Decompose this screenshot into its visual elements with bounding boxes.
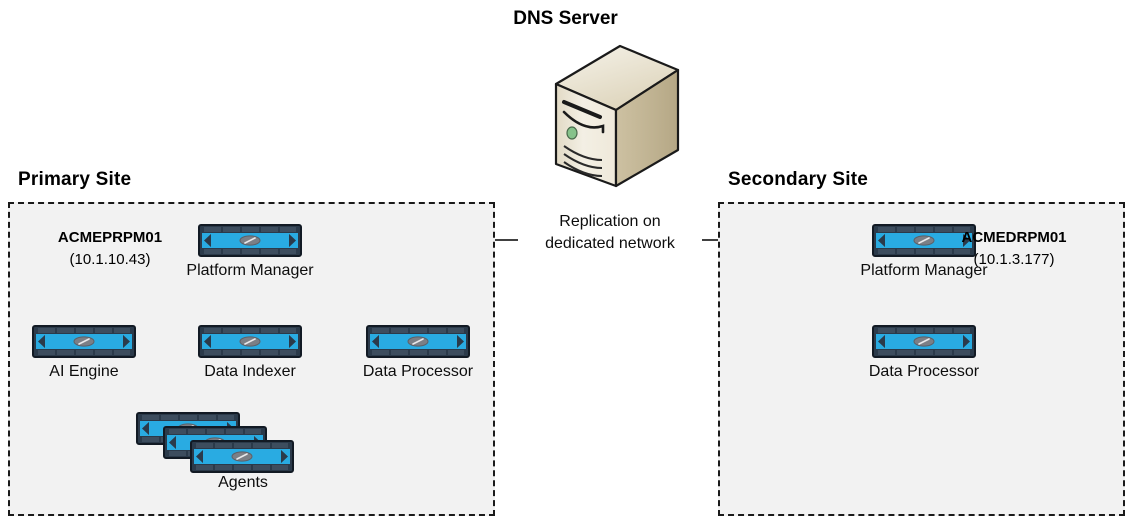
- node-label-secondary-data-processor: Data Processor: [868, 363, 980, 380]
- dns-server-icon: [548, 40, 684, 190]
- node-label-primary-platform-manager: Platform Manager: [186, 262, 314, 279]
- node-label-agents: Agents: [218, 474, 268, 491]
- primary-host-ip: (10.1.10.43): [69, 251, 151, 268]
- node-label-ai-engine: AI Engine: [49, 363, 119, 380]
- node-icon-primary-platform-manager[interactable]: [198, 224, 302, 257]
- node-icon-secondary-platform-manager[interactable]: [872, 224, 976, 257]
- node-icon-primary-data-processor[interactable]: [366, 325, 470, 358]
- primary-site-title: Primary Site: [18, 169, 132, 190]
- dns-server-title: DNS Server: [513, 8, 618, 29]
- node-icon-ai-engine[interactable]: [32, 325, 136, 358]
- node-label-secondary-platform-manager: Platform Manager: [860, 262, 988, 279]
- replication-label-line2: dedicated network: [545, 235, 675, 252]
- replication-label-line1: Replication on: [559, 213, 661, 230]
- node-label-data-indexer: Data Indexer: [204, 363, 296, 380]
- primary-host-name: ACMEPRPM01: [57, 229, 163, 246]
- node-label-primary-data-processor: Data Processor: [362, 363, 474, 380]
- node-icon-secondary-data-processor[interactable]: [872, 325, 976, 358]
- secondary-host-name: ACMEDRPM01: [961, 229, 1067, 246]
- secondary-host-ip: (10.1.3.177): [973, 251, 1055, 268]
- replication-label: Replication on dedicated network: [520, 211, 700, 255]
- secondary-site-title: Secondary Site: [728, 169, 869, 190]
- node-icon-data-indexer[interactable]: [198, 325, 302, 358]
- node-icon-agents-front[interactable]: [190, 440, 294, 473]
